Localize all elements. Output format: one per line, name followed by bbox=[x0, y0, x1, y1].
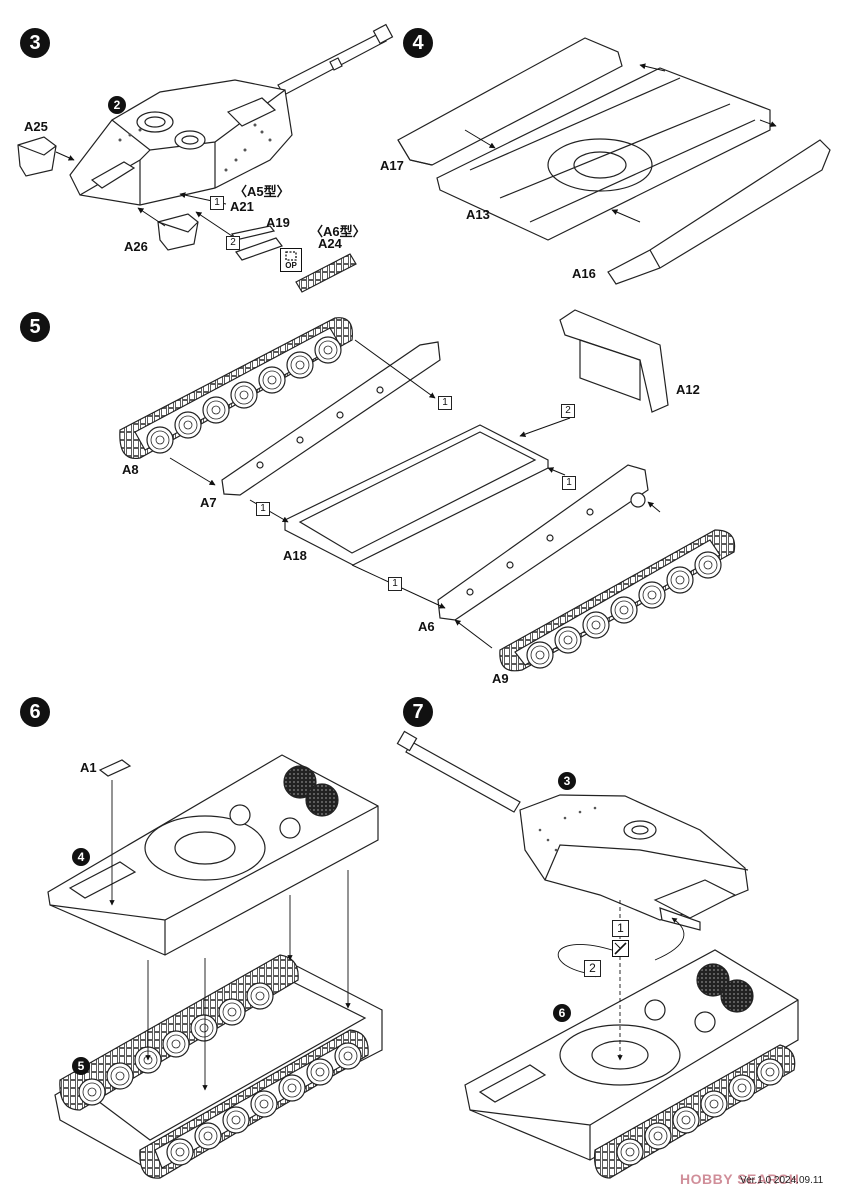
part-label-a17: A17 bbox=[380, 158, 404, 173]
no-glue-icon bbox=[612, 940, 629, 957]
step-6-badge: 6 bbox=[20, 697, 50, 727]
part-label-a16: A16 bbox=[572, 266, 596, 281]
variant-label-a6: 〈A6型〉 bbox=[310, 224, 366, 239]
variant-label-a5: 〈A5型〉 bbox=[234, 184, 290, 199]
version-label: Ver.1.0 2024.09.11 bbox=[740, 1175, 824, 1186]
part-label-a1: A1 bbox=[80, 760, 97, 775]
sequence-box: 1 bbox=[438, 396, 452, 410]
part-label-a12: A12 bbox=[676, 382, 700, 397]
step-7-badge: 7 bbox=[403, 697, 433, 727]
step-5-badge: 5 bbox=[20, 312, 50, 342]
part-label-a21: A21 bbox=[230, 199, 254, 214]
sequence-box: 1 bbox=[210, 196, 224, 210]
sequence-box: 1 bbox=[256, 502, 270, 516]
sequence-box: 2 bbox=[584, 960, 601, 977]
step6-ref-hull: 4 bbox=[72, 848, 90, 866]
part-label-a6: A6 bbox=[418, 619, 435, 634]
part-label-a13: A13 bbox=[466, 207, 490, 222]
step5-assembly bbox=[119, 309, 736, 672]
optional-part-text: OP bbox=[285, 261, 297, 270]
step-3-badge: 3 bbox=[20, 28, 50, 58]
part-label-a9: A9 bbox=[492, 671, 509, 686]
sequence-box: 1 bbox=[612, 920, 629, 937]
part-label-a7: A7 bbox=[200, 495, 217, 510]
step3-assembly bbox=[17, 23, 394, 293]
sequence-box: 1 bbox=[562, 476, 576, 490]
step7-ref-turret: 3 bbox=[558, 772, 576, 790]
step4-assembly bbox=[397, 37, 831, 285]
step6-assembly bbox=[47, 754, 383, 1179]
sequence-box: 1 bbox=[388, 577, 402, 591]
part-label-a25: A25 bbox=[24, 119, 48, 134]
watermark: HOBBY SEARCH bbox=[680, 1171, 800, 1187]
step7-assembly bbox=[396, 730, 799, 1179]
part-label-a18: A18 bbox=[283, 548, 307, 563]
part-label-a19: A19 bbox=[266, 215, 290, 230]
optional-part-icon: OP bbox=[280, 248, 302, 272]
part-label-a26: A26 bbox=[124, 239, 148, 254]
sequence-box: 2 bbox=[561, 404, 575, 418]
part-label-a8: A8 bbox=[122, 462, 139, 477]
step7-ref-hull: 6 bbox=[553, 1004, 571, 1022]
part-label-a24: A24 bbox=[318, 236, 342, 251]
step6-ref-chassis: 5 bbox=[72, 1057, 90, 1075]
step3-ref-turret: 2 bbox=[108, 96, 126, 114]
sequence-box: 2 bbox=[226, 236, 240, 250]
step-4-badge: 4 bbox=[403, 28, 433, 58]
